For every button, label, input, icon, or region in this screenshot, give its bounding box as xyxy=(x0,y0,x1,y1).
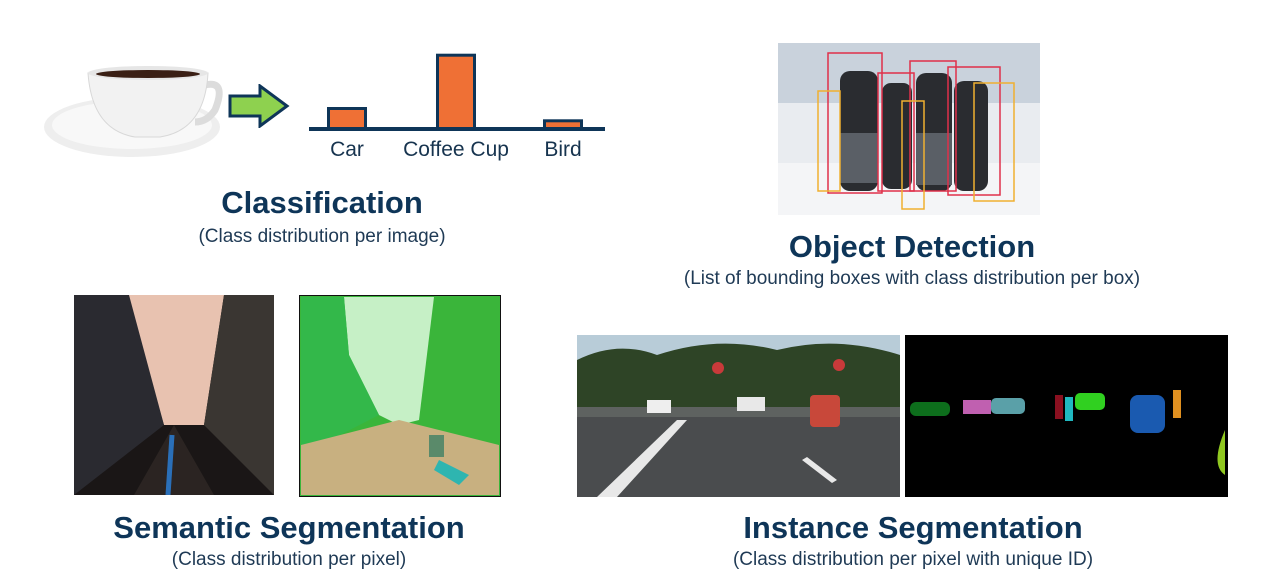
street-scene-image xyxy=(577,335,900,497)
instance-segmentation-title: Instance Segmentation xyxy=(743,510,1083,545)
class-distribution-chart xyxy=(309,53,605,131)
object-detection-subtitle: (List of bounding boxes with class distr… xyxy=(683,268,1141,289)
instance-segmentation-map xyxy=(905,335,1228,497)
classification-subtitle: (Class distribution per image) xyxy=(198,226,446,247)
street-photo-image xyxy=(74,295,274,495)
semantic-segmentation-title: Semantic Segmentation xyxy=(113,510,465,545)
object-detection-image xyxy=(778,43,1040,215)
bar-coffee-cup xyxy=(436,53,476,131)
classification-title: Classification xyxy=(221,185,423,220)
coffee-cup-image xyxy=(44,66,223,157)
instance-segmentation-subtitle: (Class distribution per pixel with uniqu… xyxy=(732,549,1094,570)
tick-label-car: Car xyxy=(330,138,364,161)
tick-label-bird: Bird xyxy=(544,138,582,161)
object-detection-title: Object Detection xyxy=(788,229,1036,264)
tick-label-coffee-cup: Coffee Cup xyxy=(403,138,509,161)
semantic-segmentation-subtitle: (Class distribution per pixel) xyxy=(171,549,407,570)
bar-car xyxy=(327,107,367,131)
semantic-segmentation-map xyxy=(299,295,501,497)
arrow-icon xyxy=(228,84,290,128)
